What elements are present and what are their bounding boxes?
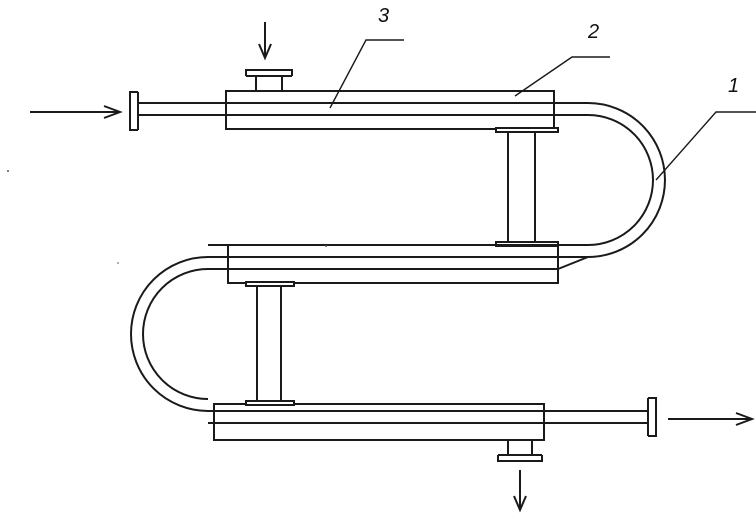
outlet-flange: [647, 397, 657, 437]
speck: [117, 262, 119, 264]
inner-tube: [130, 102, 666, 424]
speck: [7, 170, 9, 172]
label-jacket: 2: [587, 21, 599, 43]
jacket-link-upper: [495, 127, 559, 247]
leader-1: [655, 111, 756, 181]
label-inner-pipe: 3: [378, 5, 389, 27]
outlet-arrow-bottom: [513, 470, 527, 513]
leader-3: [329, 39, 404, 109]
bottom-nozzle: [497, 440, 543, 462]
inlet-arrow-left: [30, 105, 123, 119]
jacket-top: [225, 90, 555, 130]
leader-2: [514, 56, 610, 97]
jacket-middle: [227, 244, 559, 284]
speck: [325, 245, 327, 247]
inlet-arrow-top: [258, 22, 272, 61]
middle-jacket-inner-lines: [208, 256, 589, 270]
label-tube: 1: [728, 75, 739, 97]
inlet-flange: [129, 91, 139, 131]
top-nozzle: [245, 69, 293, 91]
jacket-link-lower: [245, 281, 295, 406]
outlet-arrow-right: [668, 412, 755, 426]
